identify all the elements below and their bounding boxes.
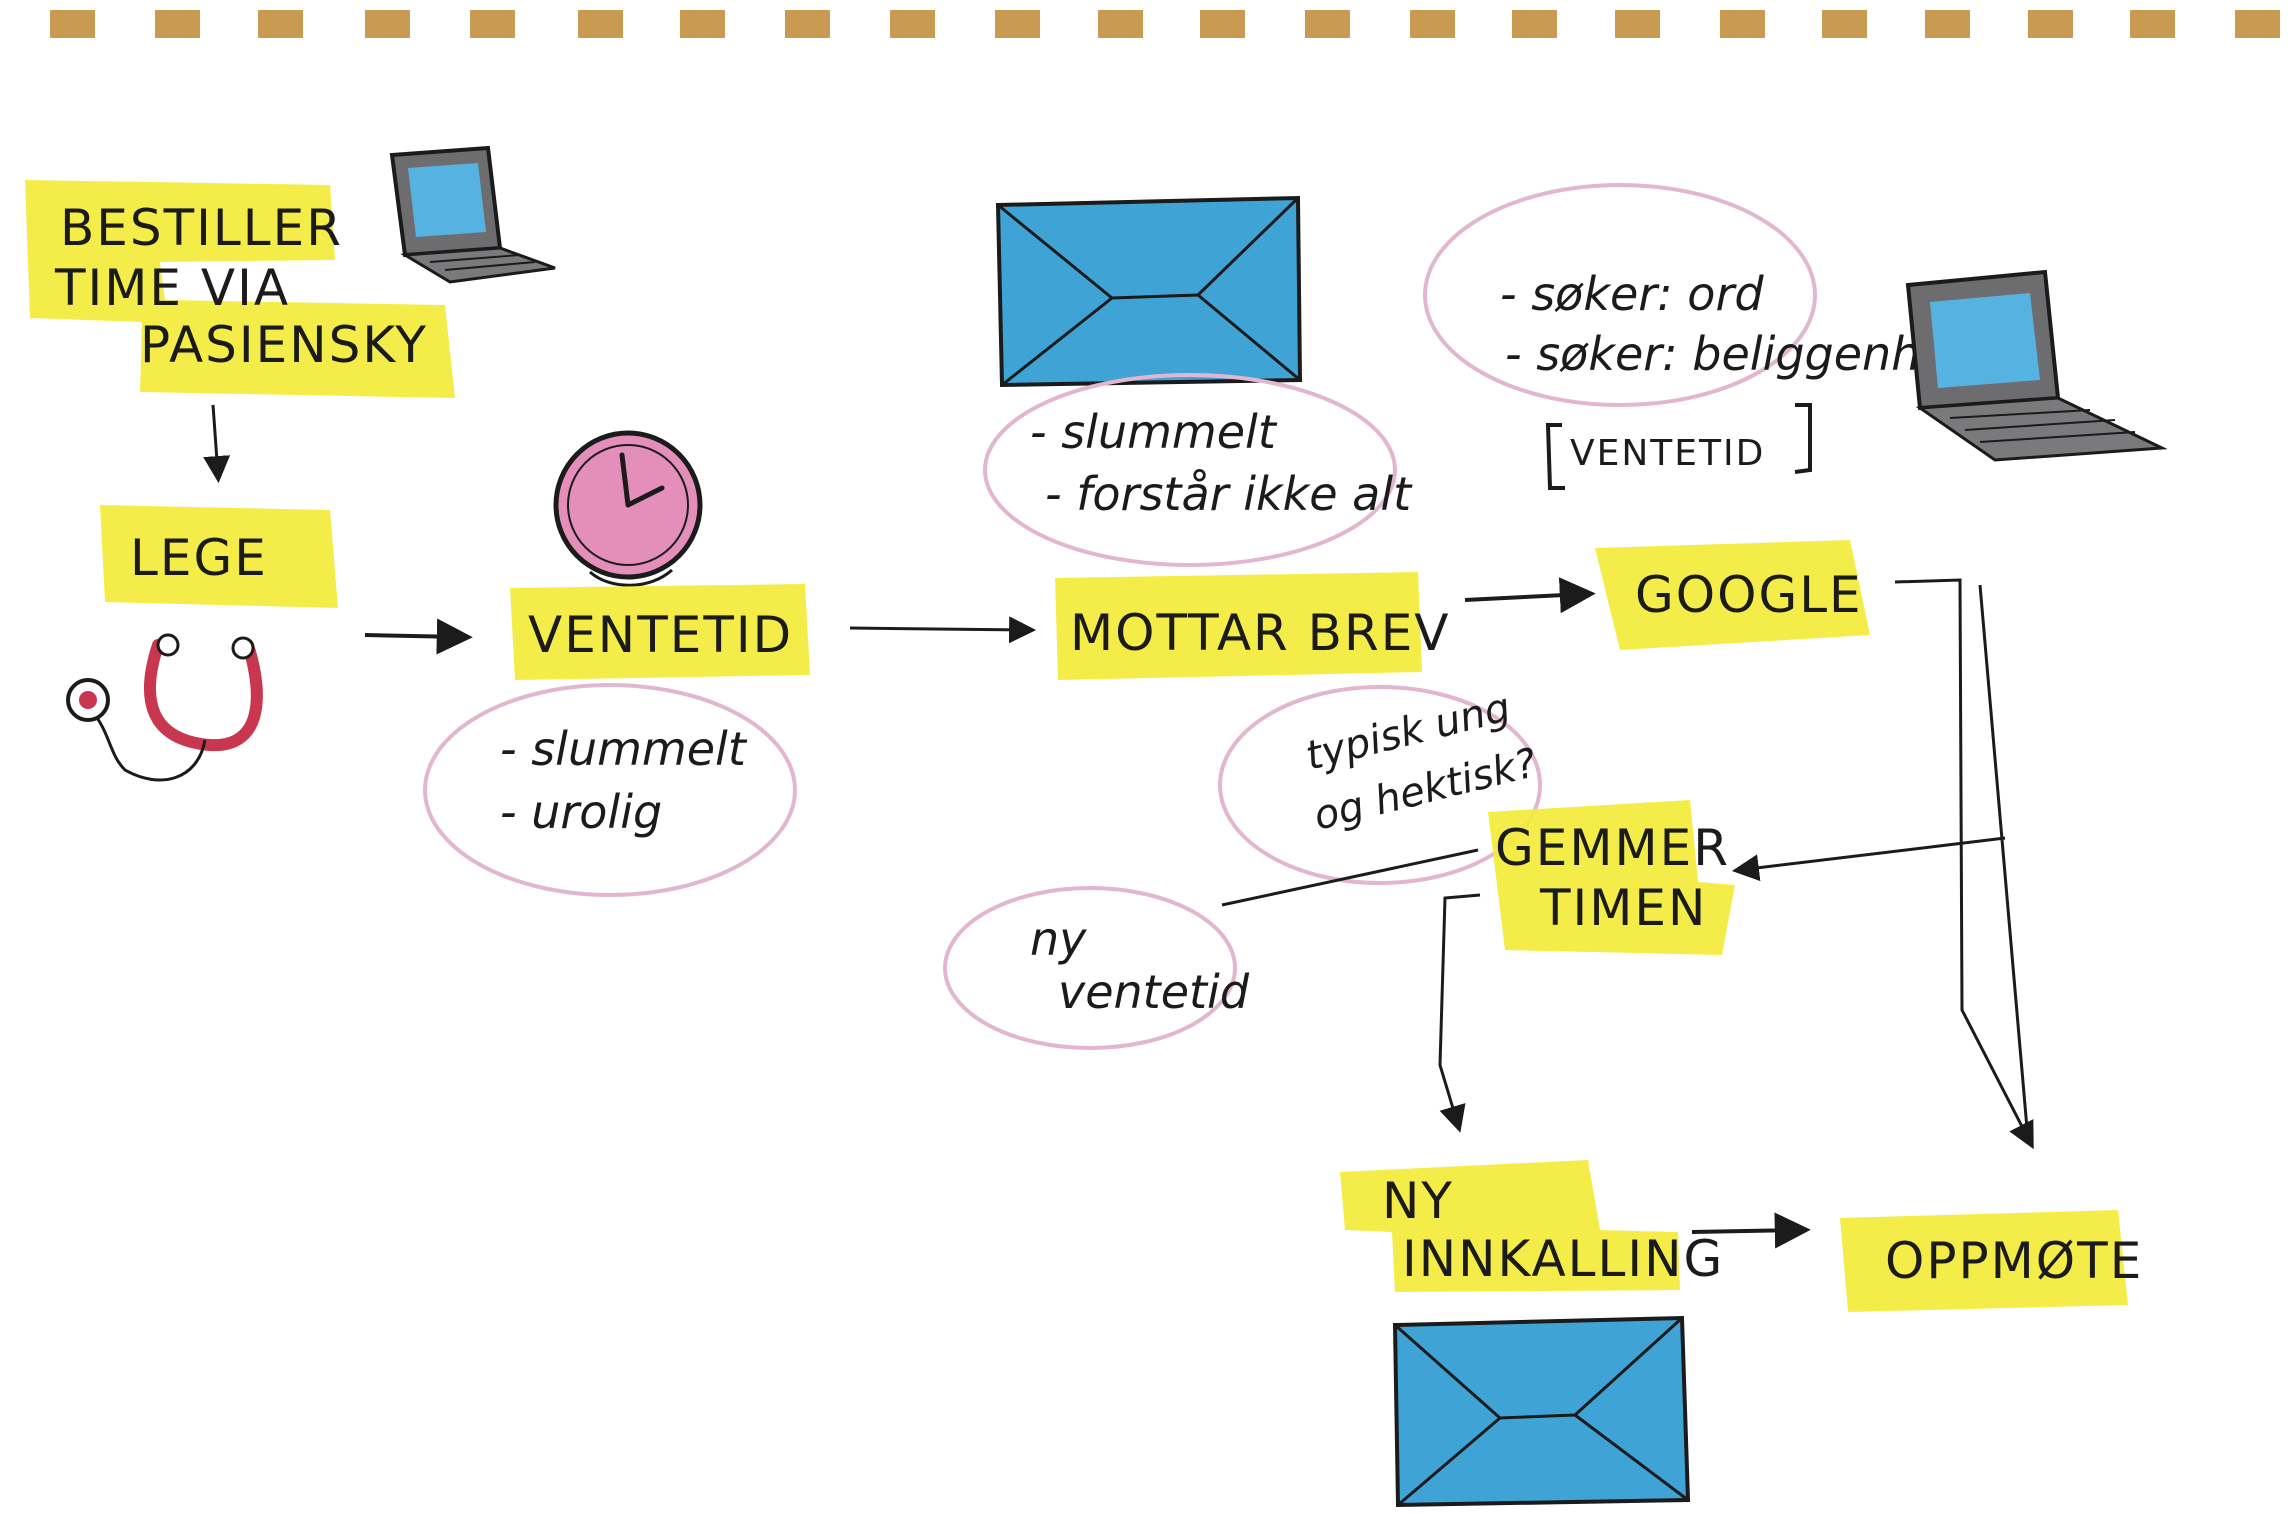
node-gemmer-timen: GEMMER TIMEN	[1488, 800, 1735, 955]
laptop-icon	[1905, 269, 2168, 462]
highlight	[1595, 540, 1870, 650]
node-label-line: GEMMER	[1495, 819, 1730, 877]
connector-line	[1221, 848, 1479, 907]
arrow-to-google	[1464, 577, 1596, 614]
node-google: GOOGLE	[1595, 540, 1870, 650]
note-circle	[1423, 183, 1817, 407]
arrow-to-ventetid	[364, 618, 473, 655]
node-label: OPPMØTE	[1885, 1232, 2143, 1290]
note-circle	[943, 886, 1237, 1050]
note-circle	[1218, 685, 1542, 885]
envelope-icon	[995, 195, 1303, 388]
note-ventetid: - slummelt - urolig	[423, 683, 797, 897]
highlight	[25, 180, 455, 398]
node-ny-innkalling: NY INNKALLING	[1340, 1160, 1724, 1292]
connector-line	[1978, 584, 2030, 1141]
note-ventetid-bracket: VENTETID	[1545, 403, 1812, 490]
node-oppmote: OPPMØTE	[1840, 1210, 2143, 1312]
highlight	[100, 505, 338, 608]
note-circle	[423, 683, 797, 897]
arrow-to-lege	[203, 404, 231, 484]
laptop-icon	[389, 145, 556, 284]
binder-holes	[50, 10, 2280, 38]
note-line: - søker: beliggenhet	[1505, 327, 1969, 381]
node-label: GOOGLE	[1635, 566, 1863, 624]
binder-strip	[0, 0, 2294, 50]
arrow-to-gemmer-timen	[1731, 836, 2006, 882]
node-bestiller-time: BESTILLER TIME VIA PASIENSKY	[25, 180, 455, 398]
node-lege: LEGE	[100, 505, 338, 608]
bracket-label: VENTETID	[1570, 433, 1765, 474]
node-label-line: TIMEN	[1539, 879, 1707, 937]
highlight	[1488, 800, 1735, 955]
note-line: - forstår ikke alt	[1045, 467, 1413, 521]
node-label: LEGE	[130, 529, 268, 587]
stethoscope-icon	[66, 633, 263, 782]
highlight	[1055, 572, 1422, 680]
node-mottar-brev: MOTTAR BREV	[1055, 572, 1451, 680]
node-ventetid: VENTETID	[510, 584, 810, 680]
clock-icon	[553, 430, 703, 587]
node-label-line: BESTILLER	[60, 199, 343, 257]
arrow-to-oppmote	[1691, 1212, 1811, 1249]
arrow-google-to-oppmote	[1894, 578, 2034, 1150]
arrow-to-mottar-brev	[849, 616, 1037, 644]
note-line: ny	[1030, 912, 1087, 966]
note-line: - søker: ord	[1500, 267, 1764, 321]
note-line: - slummelt	[1030, 405, 1278, 459]
highlight	[1340, 1160, 1680, 1292]
node-label-line: INNKALLING	[1402, 1230, 1724, 1288]
note-line: ventetid	[1058, 965, 1250, 1019]
node-label-line: TIME VIA	[54, 259, 290, 317]
note-google: - søker: ord - søker: beliggenhet	[1423, 183, 1969, 407]
note-line: - slummelt	[500, 722, 748, 776]
note-ny-ventetid: ny ventetid	[943, 886, 1250, 1050]
node-label: MOTTAR BREV	[1070, 604, 1451, 662]
note-brev: - slummelt - forstår ikke alt	[983, 373, 1413, 567]
highlight	[1840, 1210, 2128, 1312]
arrow-to-ny-innkalling	[1438, 893, 1481, 1133]
note-line: - urolig	[500, 785, 662, 839]
envelope-icon	[1392, 1315, 1691, 1508]
node-label-line: PASIENSKY	[140, 316, 428, 374]
highlight	[510, 584, 810, 680]
node-label-line: NY	[1382, 1172, 1454, 1230]
note-circle	[983, 373, 1397, 567]
node-label: VENTETID	[528, 606, 793, 664]
